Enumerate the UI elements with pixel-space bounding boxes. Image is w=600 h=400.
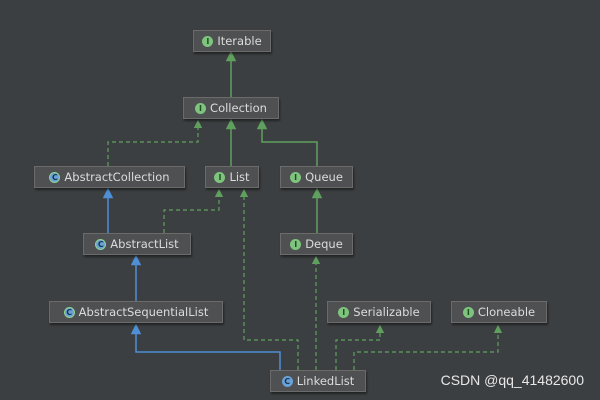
node-collection[interactable]: I Collection <box>183 97 279 119</box>
node-label: AbstractCollection <box>64 170 170 184</box>
class-icon: C <box>281 375 293 387</box>
edge-abstractlist-list <box>163 188 224 233</box>
node-label: Cloneable <box>477 305 536 319</box>
edge-linkedlist-cloneable <box>353 324 503 370</box>
node-label: Queue <box>305 170 343 184</box>
node-label: LinkedList <box>296 374 355 388</box>
edge-linkedlist-serializable <box>335 324 385 370</box>
interface-icon: I <box>462 306 474 318</box>
abstract-class-icon: C <box>95 238 107 250</box>
edge-linkedlist-abstractsequentiallist <box>130 323 281 370</box>
node-label: AbstractSequentialList <box>78 305 209 319</box>
node-serializable[interactable]: I Serializable <box>327 301 431 323</box>
interface-icon: I <box>338 306 350 318</box>
node-label: List <box>229 170 250 184</box>
node-label: Iterable <box>217 34 262 48</box>
node-iterable[interactable]: I Iterable <box>193 30 271 52</box>
edge-abstractcollection-collection <box>107 119 203 166</box>
interface-icon: I <box>202 35 214 47</box>
node-linked-list[interactable]: C LinkedList <box>270 370 366 392</box>
node-abstract-collection[interactable]: C AbstractCollection <box>34 166 185 188</box>
watermark: CSDN @qq_41482600 <box>440 372 584 388</box>
node-label: Serializable <box>353 305 420 319</box>
node-cloneable[interactable]: I Cloneable <box>451 301 547 323</box>
node-abstract-sequential-list[interactable]: C AbstractSequentialList <box>49 301 223 323</box>
interface-icon: I <box>290 238 302 250</box>
interface-icon: I <box>195 102 207 114</box>
node-abstract-list[interactable]: C AbstractList <box>83 233 191 255</box>
edge-linkedlist-list <box>239 188 299 370</box>
interface-icon: I <box>290 171 302 183</box>
node-deque[interactable]: I Deque <box>280 233 353 255</box>
edge-queue-collection <box>256 118 318 166</box>
node-label: Collection <box>210 101 267 115</box>
node-label: Deque <box>305 237 343 251</box>
interface-icon: I <box>214 171 226 183</box>
node-label: AbstractList <box>110 237 179 251</box>
node-queue[interactable]: I Queue <box>280 166 353 188</box>
abstract-class-icon: C <box>63 306 75 318</box>
node-list[interactable]: I List <box>205 166 259 188</box>
abstract-class-icon: C <box>49 171 61 183</box>
